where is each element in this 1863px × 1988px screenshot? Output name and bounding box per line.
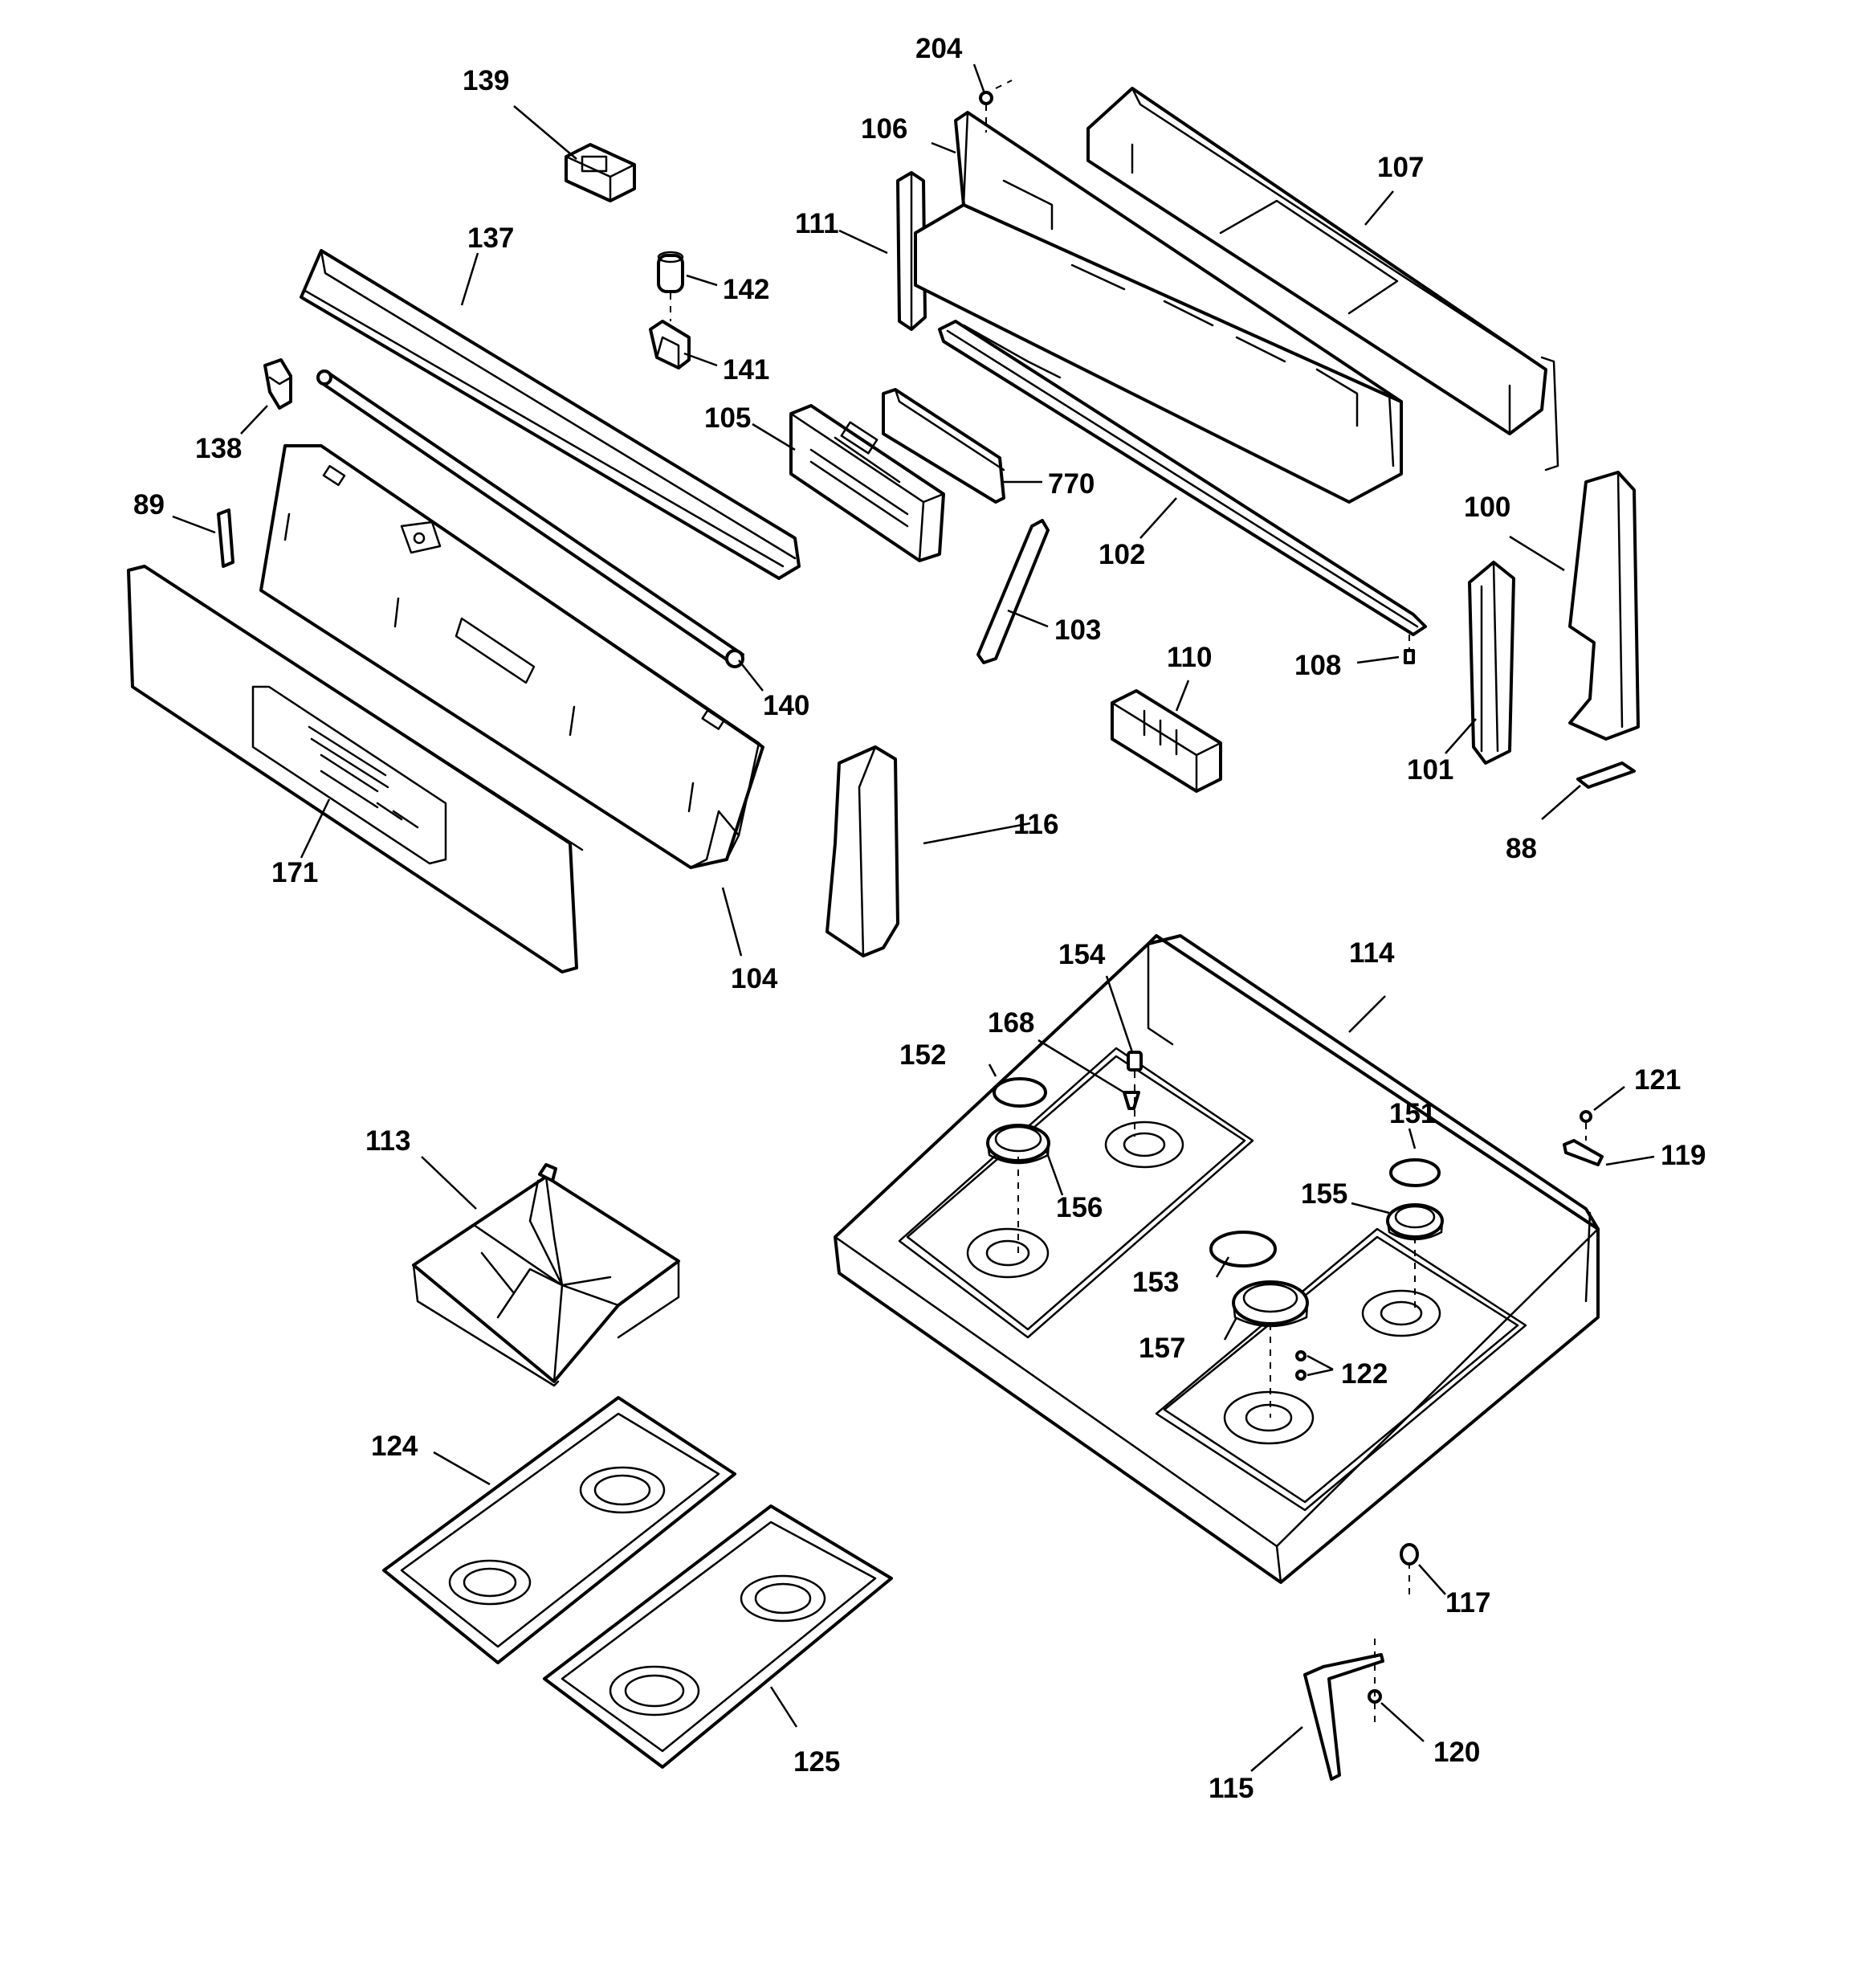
- label-88: 88: [1506, 833, 1537, 864]
- part-labels: 204 139 106 107 111 137 142 141 138 105 …: [133, 33, 1706, 1804]
- label-120: 120: [1433, 1737, 1480, 1768]
- part-117: [1400, 1543, 1419, 1565]
- label-102: 102: [1099, 539, 1145, 570]
- label-154: 154: [1058, 939, 1106, 970]
- label-151: 151: [1389, 1098, 1436, 1129]
- label-111: 111: [795, 208, 839, 239]
- part-142: [657, 251, 684, 293]
- label-171: 171: [271, 857, 318, 888]
- part-119: [1563, 1139, 1604, 1166]
- part-116-trim: [826, 745, 899, 957]
- part-111: [896, 171, 927, 331]
- label-168: 168: [988, 1007, 1034, 1039]
- part-141: [649, 320, 691, 369]
- part-138: [263, 358, 292, 410]
- label-124: 124: [371, 1431, 418, 1462]
- label-122: 122: [1341, 1358, 1388, 1390]
- label-121: 121: [1634, 1064, 1681, 1096]
- label-108: 108: [1294, 650, 1341, 681]
- label-103: 103: [1054, 614, 1101, 646]
- part-770: [882, 388, 1005, 504]
- part-124-drippan: [382, 1396, 736, 1664]
- label-157: 157: [1139, 1333, 1185, 1364]
- label-113: 113: [365, 1125, 410, 1157]
- part-121: [1580, 1110, 1592, 1123]
- label-100: 100: [1464, 492, 1510, 523]
- part-154: [1127, 1051, 1143, 1072]
- label-119: 119: [1661, 1140, 1706, 1171]
- label-156: 156: [1056, 1192, 1103, 1223]
- label-89: 89: [133, 489, 165, 520]
- label-155: 155: [1301, 1178, 1347, 1210]
- part-104-panel: [259, 444, 764, 869]
- label-152: 152: [899, 1039, 946, 1071]
- label-115: 115: [1209, 1773, 1254, 1804]
- label-139: 139: [463, 65, 509, 96]
- label-104: 104: [731, 963, 778, 994]
- part-168: [1123, 1091, 1140, 1110]
- part-106-backpanel: [914, 111, 1403, 504]
- label-116: 116: [1013, 809, 1058, 840]
- label-110: 110: [1167, 642, 1212, 673]
- part-122: [1295, 1350, 1307, 1381]
- label-117: 117: [1445, 1587, 1490, 1619]
- part-108-screw: [1404, 635, 1415, 664]
- part-151-cap: [1389, 1158, 1441, 1187]
- part-105-board: [789, 404, 945, 562]
- label-141: 141: [723, 354, 769, 386]
- part-113-grate: [412, 1163, 680, 1387]
- label-153: 153: [1132, 1267, 1179, 1298]
- part-110-module: [1111, 689, 1222, 793]
- label-107: 107: [1377, 152, 1424, 183]
- label-105: 105: [704, 402, 751, 434]
- label-770: 770: [1048, 468, 1095, 500]
- part-140-tube: [316, 369, 744, 668]
- part-103: [976, 519, 1050, 664]
- label-142: 142: [723, 274, 769, 305]
- label-114: 114: [1349, 937, 1395, 969]
- part-137-trim: [300, 249, 801, 580]
- part-204-screw: [979, 91, 993, 105]
- part-139: [565, 143, 636, 202]
- part-152-cap: [993, 1077, 1047, 1108]
- part-157-burner: [1232, 1280, 1309, 1328]
- label-204: 204: [915, 33, 963, 64]
- part-101: [1468, 561, 1515, 765]
- dash-204: [985, 80, 1013, 133]
- part-115: [1303, 1653, 1384, 1781]
- leader-lines: [172, 63, 1655, 1772]
- part-102-rail: [938, 320, 1427, 636]
- part-107-toppanel: [1086, 87, 1559, 471]
- label-138: 138: [195, 433, 242, 464]
- part-153-cap: [1209, 1231, 1277, 1268]
- part-88: [1576, 761, 1636, 789]
- label-106: 106: [861, 113, 907, 145]
- part-125-drippan: [543, 1504, 893, 1769]
- part-100-sidepanel: [1568, 471, 1640, 741]
- label-137: 137: [467, 222, 514, 254]
- part-155-burner: [1386, 1203, 1444, 1241]
- label-101: 101: [1407, 754, 1453, 786]
- part-171-panel-front: [127, 565, 584, 974]
- part-89: [217, 508, 234, 568]
- label-125: 125: [793, 1746, 840, 1778]
- label-140: 140: [763, 690, 809, 721]
